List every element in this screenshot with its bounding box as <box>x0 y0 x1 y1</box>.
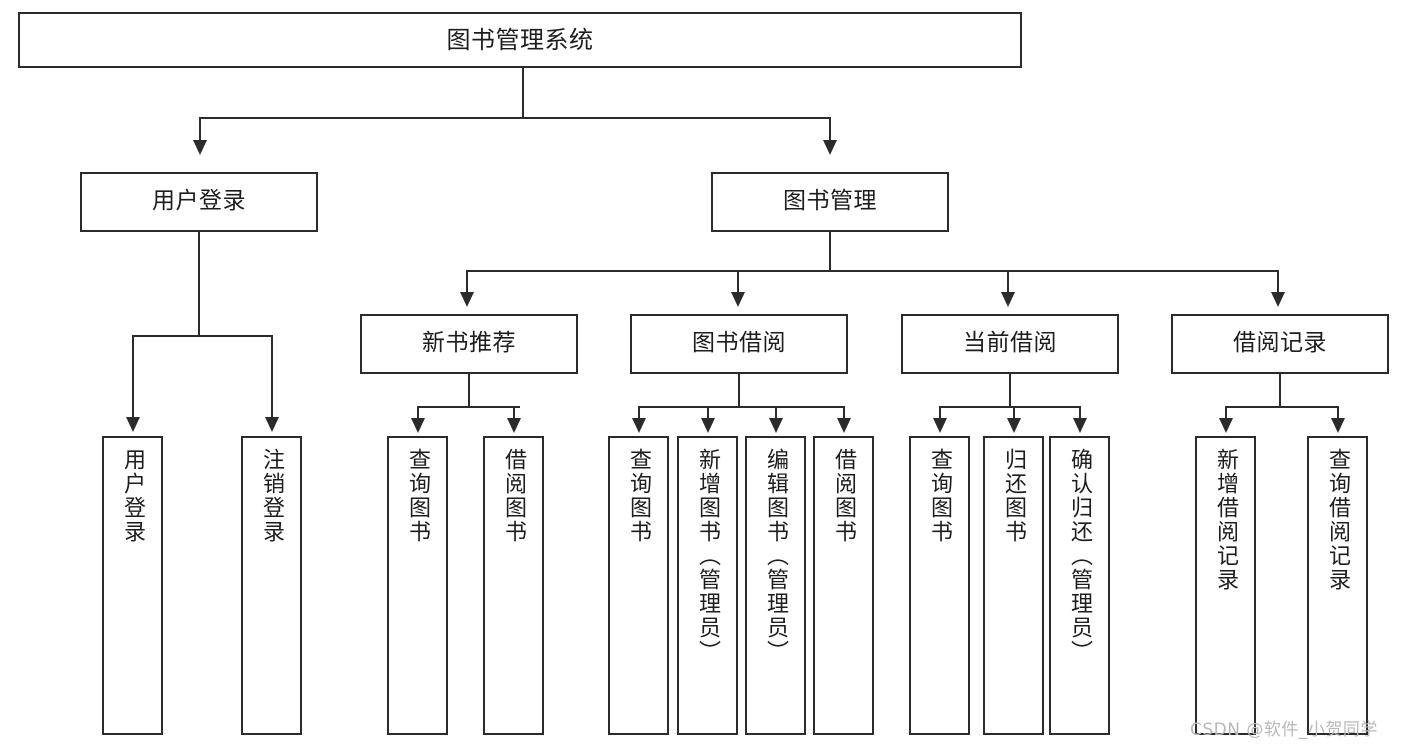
node-label: 新增借阅记录 <box>1213 448 1239 592</box>
connector-borrowrecords-to-leaf-12 <box>1337 406 1339 420</box>
leaf-edit-book-admin[interactable]: 编辑图书（管理员） <box>745 436 806 735</box>
connector-bookmgmt-to-l2-0 <box>466 270 468 294</box>
leaf-add-borrow-record[interactable]: 新增借阅记录 <box>1195 436 1256 735</box>
arrowhead-l1-1 <box>823 140 837 155</box>
connector-borrowrecords-stem <box>1279 374 1281 407</box>
connector-borrowrecords-bus <box>1225 406 1338 408</box>
connector-root-to-l1-1 <box>829 117 831 142</box>
arrowhead-leaf-4 <box>632 418 646 433</box>
arrowhead-leaf-9 <box>1007 418 1021 433</box>
node-label: 新书推荐 <box>422 330 516 357</box>
node-label: 用户登录 <box>152 188 246 215</box>
connector-root-bus <box>199 117 831 119</box>
leaf-query-books-newbook[interactable]: 查询图书 <box>387 436 448 735</box>
connector-root-stem <box>522 68 524 118</box>
node-label: 当前借阅 <box>963 330 1057 357</box>
node-root-system[interactable]: 图书管理系统 <box>18 12 1022 68</box>
arrowhead-leaf-8 <box>933 418 947 433</box>
connector-bookborrow-to-leaf-5 <box>707 406 709 420</box>
connector-newbook-to-leaf-2 <box>417 406 419 420</box>
leaf-query-books-borrow[interactable]: 查询图书 <box>608 436 669 735</box>
connector-currentborrow-stem <box>1009 374 1011 407</box>
connector-bookmgmt-to-l2-3 <box>1277 270 1279 294</box>
arrowhead-leaf-7 <box>837 418 851 433</box>
node-user-login[interactable]: 用户登录 <box>80 172 318 232</box>
node-label: 注销登录 <box>259 448 285 544</box>
arrowhead-leaf-12 <box>1331 418 1345 433</box>
arrowhead-l2-1 <box>731 292 745 307</box>
node-label: 查询图书 <box>626 448 652 544</box>
leaf-return-books[interactable]: 归还图书 <box>983 436 1044 735</box>
connector-bookborrow-bus <box>638 406 844 408</box>
arrowhead-leaf-2 <box>411 418 425 433</box>
connector-bookborrow-to-leaf-7 <box>843 406 845 420</box>
connector-bookmgmt-bus <box>466 270 1278 272</box>
node-label: 借阅记录 <box>1233 330 1327 357</box>
connector-root-to-l1-0 <box>199 117 201 142</box>
connector-borrowrecords-to-leaf-11 <box>1225 406 1227 420</box>
node-label: 图书借阅 <box>692 330 786 357</box>
node-label: 编辑图书（管理员） <box>763 448 789 664</box>
node-book-management[interactable]: 图书管理 <box>711 172 949 232</box>
connector-bookmgmt-to-l2-2 <box>1007 270 1009 294</box>
arrowhead-l2-0 <box>460 292 474 307</box>
connector-newbook-bus <box>417 406 520 408</box>
leaf-add-book-admin[interactable]: 新增图书（管理员） <box>677 436 738 735</box>
connector-userlogin-to-leaf-0 <box>132 335 134 419</box>
arrowhead-leaf-11 <box>1219 418 1233 433</box>
connector-bookmgmt-stem <box>829 232 831 271</box>
connector-userlogin-bus <box>132 335 272 337</box>
connector-currentborrow-to-leaf-8 <box>939 406 941 420</box>
connector-currentborrow-to-leaf-9 <box>1013 406 1015 420</box>
node-label: 新增图书（管理员） <box>695 448 721 664</box>
node-book-borrow[interactable]: 图书借阅 <box>630 314 848 374</box>
connector-bookborrow-stem <box>738 374 740 407</box>
leaf-logout[interactable]: 注销登录 <box>241 436 302 735</box>
node-new-book-recommend[interactable]: 新书推荐 <box>360 314 578 374</box>
leaf-query-borrow-record[interactable]: 查询借阅记录 <box>1307 436 1368 735</box>
arrowhead-leaf-6 <box>769 418 783 433</box>
connector-newbook-to-leaf-3 <box>513 406 515 420</box>
node-label: 图书管理 <box>783 188 877 215</box>
node-label: 借阅图书 <box>501 448 527 544</box>
connector-bookborrow-to-leaf-6 <box>775 406 777 420</box>
arrowhead-leaf-3 <box>507 418 521 433</box>
node-label: 查询借阅记录 <box>1325 448 1351 592</box>
connector-bookmgmt-to-l2-1 <box>737 270 739 294</box>
arrowhead-leaf-1 <box>265 417 279 432</box>
connector-userlogin-to-leaf-1 <box>271 335 273 419</box>
leaf-borrow-books-borrow[interactable]: 借阅图书 <box>813 436 874 735</box>
arrowhead-leaf-0 <box>126 417 140 432</box>
node-current-borrow[interactable]: 当前借阅 <box>901 314 1119 374</box>
node-label: 图书管理系统 <box>446 25 594 54</box>
arrowhead-leaf-10 <box>1073 418 1087 433</box>
connector-bookborrow-to-leaf-4 <box>638 406 640 420</box>
arrowhead-l1-0 <box>193 140 207 155</box>
node-label: 用户登录 <box>120 448 146 544</box>
node-label: 查询图书 <box>405 448 431 544</box>
arrowhead-l2-3 <box>1271 292 1285 307</box>
node-borrow-records[interactable]: 借阅记录 <box>1171 314 1389 374</box>
leaf-borrow-books-newbook[interactable]: 借阅图书 <box>483 436 544 735</box>
connector-currentborrow-bus <box>939 406 1080 408</box>
node-label: 借阅图书 <box>831 448 857 544</box>
node-label: 查询图书 <box>927 448 953 544</box>
connector-userlogin-stem <box>198 232 200 336</box>
leaf-query-books-current[interactable]: 查询图书 <box>909 436 970 735</box>
connector-newbook-stem <box>468 374 470 407</box>
arrowhead-leaf-5 <box>701 418 715 433</box>
leaf-confirm-return-admin[interactable]: 确认归还（管理员） <box>1049 436 1110 735</box>
connector-currentborrow-to-leaf-10 <box>1079 406 1081 420</box>
leaf-user-login[interactable]: 用户登录 <box>102 436 163 735</box>
node-label: 确认归还（管理员） <box>1067 448 1093 664</box>
arrowhead-l2-2 <box>1001 292 1015 307</box>
node-label: 归还图书 <box>1001 448 1027 544</box>
